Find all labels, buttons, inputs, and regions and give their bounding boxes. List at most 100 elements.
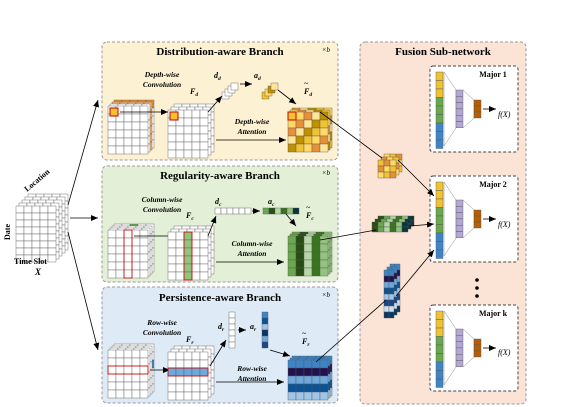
- reg-feat-to-vec-arrow: [207, 215, 217, 237]
- reg-feature-stack-layer-cell: [199, 255, 209, 265]
- reg-output-stack-layer-cell: [287, 243, 297, 253]
- major-3-output-layer-seg: [473, 350, 482, 358]
- reg-attn-vec: [262, 207, 300, 215]
- fusion-per-cube-layer-cell: [383, 293, 390, 301]
- fusion-per-cube-layer: [383, 269, 395, 319]
- fusion-dist-to-major-arrow: [397, 159, 435, 197]
- per-output-stack-layer-cell: [295, 367, 305, 377]
- reg-feature-stack-layer-cell: [175, 255, 185, 265]
- major-k-label: Major k: [479, 309, 508, 318]
- per-output-tilde: ~: [302, 329, 307, 338]
- dist-input-stack-layer-cell: [139, 121, 149, 131]
- major-2-output-layer-seg: [473, 209, 482, 217]
- dist-feature-stack-layer-cell: [183, 141, 193, 151]
- per-feature-label: Fr: [185, 335, 194, 346]
- per-feature-stack-layer-cell: [191, 367, 201, 377]
- per-to-fusion-line: [315, 299, 387, 363]
- dist-output-stack-layer-cell: [287, 135, 297, 145]
- major-1-input-vector-seg: [435, 114, 444, 124]
- per-output-stack-layer-cell: [319, 367, 329, 377]
- per-input-stack-layer-cell: [123, 349, 133, 359]
- major-1-input-vector-seg: [435, 71, 444, 81]
- reg-feature-stack-layer-cell: [191, 231, 201, 241]
- per-output-stack-layer-cell: [311, 359, 321, 369]
- reg-input-stack-layer-cell: [107, 261, 117, 271]
- fusion-per-cube-layer-cell: [383, 275, 390, 283]
- dist-feature-stack-layer-cell: [191, 117, 201, 127]
- per-output-stack-layer-cell: [287, 391, 297, 401]
- major-1-input-vector-seg: [435, 122, 444, 132]
- per-output-stack-layer-cell: [303, 359, 313, 369]
- per-attn-to-out-arrow: [269, 349, 291, 357]
- major-2-hidden-layer-seg: [455, 199, 464, 207]
- per-input-stack-layer-cell: [131, 357, 141, 367]
- major-1-input-vector-seg: [435, 97, 444, 107]
- per-feature-stack-layer-cell: [199, 359, 209, 369]
- dist-output-stack-layer-cell: [319, 127, 329, 137]
- major-3-input-vector-seg: [435, 319, 444, 329]
- reg-feature-stack-layer-cell: [183, 247, 193, 257]
- reg-input-stack-layer-cell: [107, 229, 117, 239]
- dist-attention-label-1: Depth-wise: [234, 117, 270, 126]
- reg-input-stack-layer: [107, 229, 149, 279]
- per-input-stack-layer-cell: [123, 365, 133, 375]
- major-2-input-vector-seg: [435, 232, 444, 242]
- reg-output-tilde: ~: [306, 203, 311, 212]
- per-output-stack-layer-cell: [295, 391, 305, 401]
- reg-vector-seg: [214, 207, 222, 215]
- fusion-dist-cube-layer: [377, 159, 397, 179]
- per-input-stack-layer-cell: [123, 381, 133, 391]
- reg-feature-stack-layer-cell: [167, 239, 177, 249]
- fusion-reg-cube-layer: [371, 221, 409, 233]
- major-1-hidden-layer-seg: [455, 108, 464, 116]
- per-kernel: [107, 365, 149, 375]
- reg-feature-stack-layer-cell: [175, 271, 185, 281]
- reg-input-stack-layer-cell: [123, 261, 133, 271]
- dist-feature-stack-layer-cell: [183, 117, 193, 127]
- per-input-stack-layer-cell: [123, 389, 133, 399]
- input-grid-layer-cell: [15, 205, 25, 214]
- major-2-output: f(X): [498, 220, 511, 229]
- input-grid-layer-cell: [23, 219, 33, 228]
- dist-input-stack-layer-cell: [107, 145, 117, 155]
- per-input-stack-layer-cell: [107, 389, 117, 399]
- reg-output-stack-layer-cell: [311, 267, 321, 277]
- fusion-reg-cube-layer-cell: [377, 226, 385, 233]
- fusion-reg-cube: [371, 215, 415, 233]
- dist-feature-stack-layer-cell: [183, 109, 193, 119]
- per-input-stack-layer-cell: [115, 365, 125, 375]
- per-input-stack-layer-cell: [123, 373, 133, 383]
- reg-input-stack-layer-cell: [123, 229, 133, 239]
- reg-feature-stack-layer-cell: [199, 271, 209, 281]
- reg-output-stack-layer-cell: [303, 259, 313, 269]
- major-2-funnel-left: [443, 181, 457, 257]
- fusion-dist-cube-layer-cell: [389, 165, 397, 173]
- major-k-output: f(X): [498, 348, 511, 357]
- dist-output-stack-layer-cell: [311, 135, 321, 145]
- dist-feature-stack-layer-cell: [199, 133, 209, 143]
- reg-feature-stack-layer-cell: [183, 271, 193, 281]
- per-output-stack-layer-cell: [295, 359, 305, 369]
- dist-input-stack-layer-cell: [107, 129, 117, 139]
- major-3-hidden-layer: [455, 328, 464, 368]
- per-output-stack-layer-cell: [319, 383, 329, 393]
- major-2-input-vector-seg: [435, 198, 444, 208]
- per-feature-stack-layer-cell: [199, 367, 209, 377]
- reg-feature-stack-layer-cell: [167, 247, 177, 257]
- major-2-hidden-layer: [455, 199, 464, 239]
- dist-input-stack-layer-cell: [123, 145, 133, 155]
- major-2-input-vector-seg: [435, 190, 444, 200]
- per-feature-stack-layer-cell: [167, 375, 177, 385]
- dist-attn-cube: [270, 82, 279, 91]
- dist-output-stack-layer-cell: [295, 143, 305, 153]
- major-3-input-vector-seg: [435, 336, 444, 346]
- per-output-stack-layer-cell: [319, 391, 329, 401]
- fusion-reg-cube-layer-cell: [371, 226, 379, 233]
- reg-feature-highlight: [183, 231, 193, 281]
- per-input-stack-layer-cell: [107, 357, 117, 367]
- per-feature-stack-layer-cell: [167, 391, 177, 401]
- dist-attn-vec-label: ad: [254, 71, 261, 82]
- major-1-input-vector-seg: [435, 139, 444, 149]
- per-feature-highlight: [167, 367, 209, 377]
- dist-feat-to-vec-arrow: [207, 95, 223, 113]
